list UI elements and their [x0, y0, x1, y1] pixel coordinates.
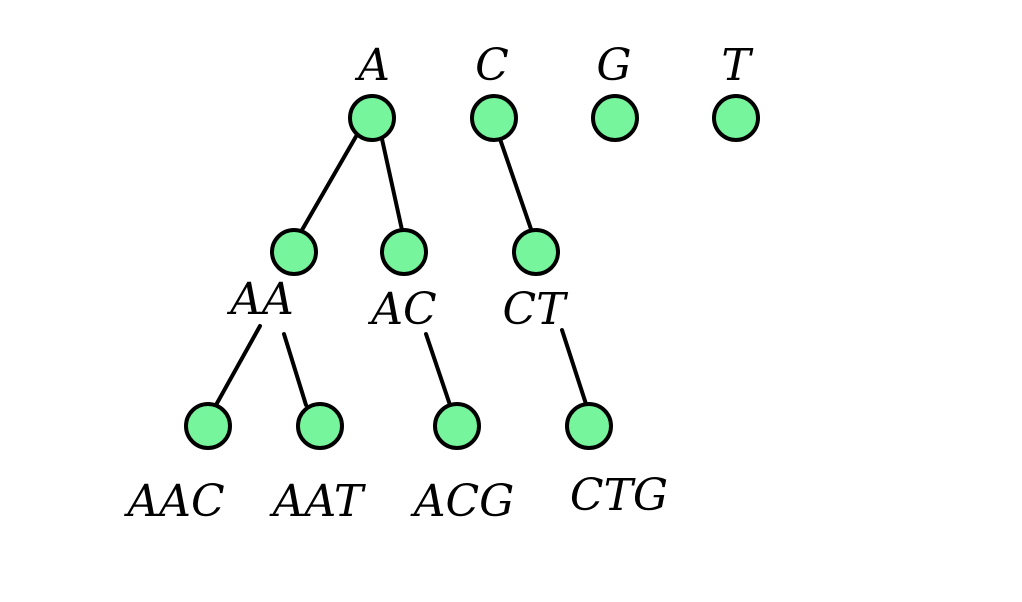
node-ac [380, 228, 428, 276]
label-ac: AC [367, 284, 436, 335]
node-ctg [565, 402, 613, 450]
edge-aa-aat [282, 332, 308, 407]
label-aac: AAC [123, 476, 224, 527]
label-a: A [354, 40, 390, 91]
edge-a-aa [300, 131, 360, 232]
node-ct [512, 228, 560, 276]
node-acg [433, 402, 481, 450]
label-ct: CT [502, 284, 569, 335]
node-t [712, 94, 760, 142]
node-g [591, 94, 639, 142]
node-aat [296, 402, 344, 450]
node-c [470, 94, 518, 142]
edge-aa-aac [214, 324, 262, 407]
edge-c-ct [498, 137, 534, 234]
node-aac [184, 402, 232, 450]
label-c: C [475, 40, 509, 91]
edge-ct-ctg [560, 328, 588, 406]
label-ctg: CTG [570, 470, 668, 521]
edge-a-ac [380, 137, 404, 232]
label-g: G [596, 40, 631, 91]
label-acg: ACG [410, 476, 515, 527]
node-a [348, 94, 396, 142]
label-t: T [721, 40, 754, 91]
node-aa [270, 228, 318, 276]
edge-ac-acg [424, 332, 452, 407]
label-aat: AAT [269, 476, 367, 527]
label-aa: AA [226, 274, 294, 325]
